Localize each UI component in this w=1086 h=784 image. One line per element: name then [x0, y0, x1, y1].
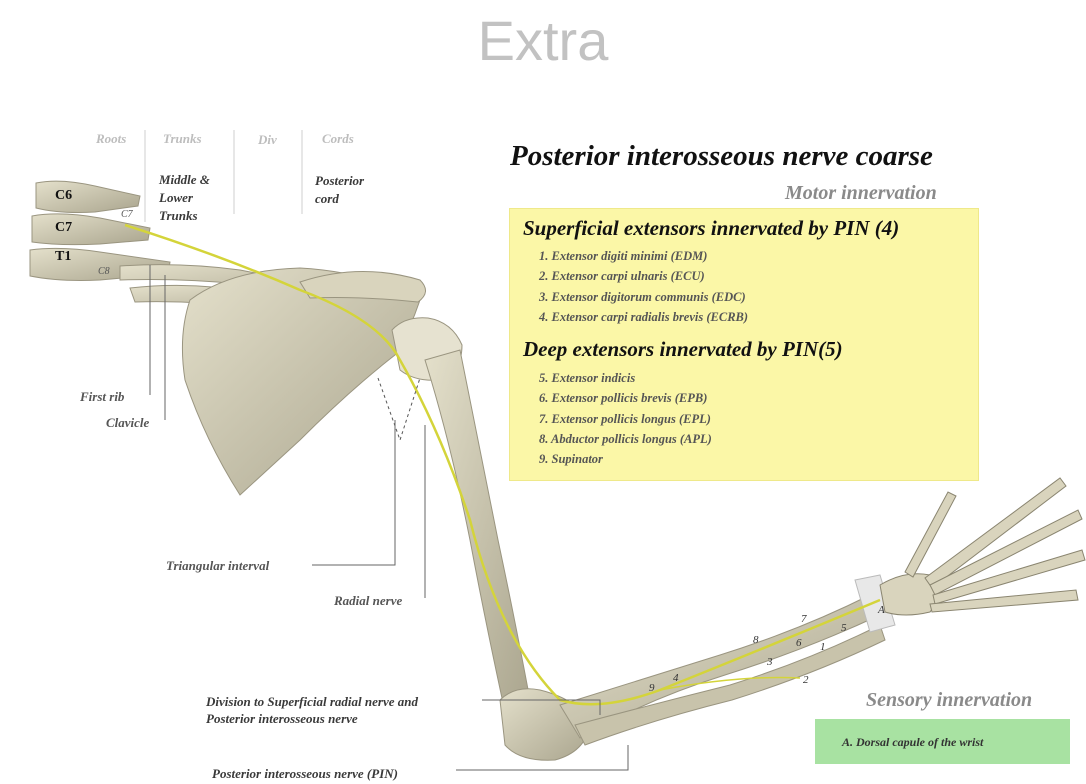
list-item: 2. Extensor carpi ulnaris (ECU) [539, 266, 748, 286]
superficial-extensors-list: 1. Extensor digiti minimi (EDM) 2. Exten… [539, 246, 748, 327]
trunks-header: Trunks [163, 131, 202, 147]
superficial-extensors-heading: Superficial extensors innervated by PIN … [523, 216, 899, 241]
motor-innervation-box: Superficial extensors innervated by PIN … [509, 208, 979, 481]
marker-6: 6 [796, 637, 802, 649]
marker-7: 7 [801, 613, 807, 625]
list-item: 7. Extensor pollicis longus (EPL) [539, 409, 712, 429]
root-c7-label: C7 [121, 209, 133, 220]
sensory-innervation-box: A. Dorsal capule of the wrist [815, 719, 1070, 764]
trunks-label-2: Lower [159, 190, 193, 206]
sensory-innervation-label: Sensory innervation [866, 689, 1032, 712]
vertebra-t1-label: T1 [55, 249, 71, 265]
marker-9: 9 [649, 682, 655, 694]
pin-label: Posterior interosseous nerve (PIN) [212, 766, 398, 782]
cord-label-1: Posterior [315, 173, 364, 189]
deep-extensors-heading: Deep extensors innervated by PIN(5) [523, 337, 843, 362]
div-header: Div [258, 132, 277, 148]
slide-title: Extra [0, 8, 1086, 73]
trunks-label-3: Trunks [159, 208, 198, 224]
marker-3: 3 [767, 656, 773, 668]
division-label-1: Division to Superficial radial nerve and [206, 694, 418, 710]
trunks-label-1: Middle & [159, 172, 210, 188]
root-c8-label: C8 [98, 266, 110, 277]
scapula [182, 268, 420, 495]
vertebra-c7-label: C7 [55, 220, 72, 236]
hand-bones [880, 478, 1085, 615]
radial-nerve-label: Radial nerve [334, 593, 402, 609]
list-item: 4. Extensor carpi radialis brevis (ECRB) [539, 307, 748, 327]
marker-a: A [878, 604, 885, 616]
marker-2: 2 [803, 674, 809, 686]
triangular-interval-label: Triangular interval [166, 558, 269, 574]
list-item: 9. Supinator [539, 449, 712, 469]
cord-label-2: cord [315, 191, 339, 207]
list-item: 6. Extensor pollicis brevis (EPB) [539, 388, 712, 408]
marker-5: 5 [841, 622, 847, 634]
list-item: 8. Abductor pollicis longus (APL) [539, 429, 712, 449]
marker-8: 8 [753, 634, 759, 646]
cords-header: Cords [322, 131, 354, 147]
vertebra-c6-label: C6 [55, 188, 72, 204]
roots-header: Roots [96, 131, 126, 147]
marker-1: 1 [820, 641, 826, 653]
first-rib-label: First rib [80, 389, 124, 405]
list-item: 1. Extensor digiti minimi (EDM) [539, 246, 748, 266]
marker-4: 4 [673, 672, 679, 684]
motor-innervation-label: Motor innervation [785, 182, 937, 205]
list-item: 5. Extensor indicis [539, 368, 712, 388]
diagram-title: Posterior interosseous nerve coarse [510, 140, 933, 173]
clavicle-label: Clavicle [106, 415, 149, 431]
list-item: 3. Extensor digitorum communis (EDC) [539, 287, 748, 307]
division-label-2: Posterior interosseous nerve [206, 711, 358, 727]
deep-extensors-list: 5. Extensor indicis 6. Extensor pollicis… [539, 368, 712, 469]
